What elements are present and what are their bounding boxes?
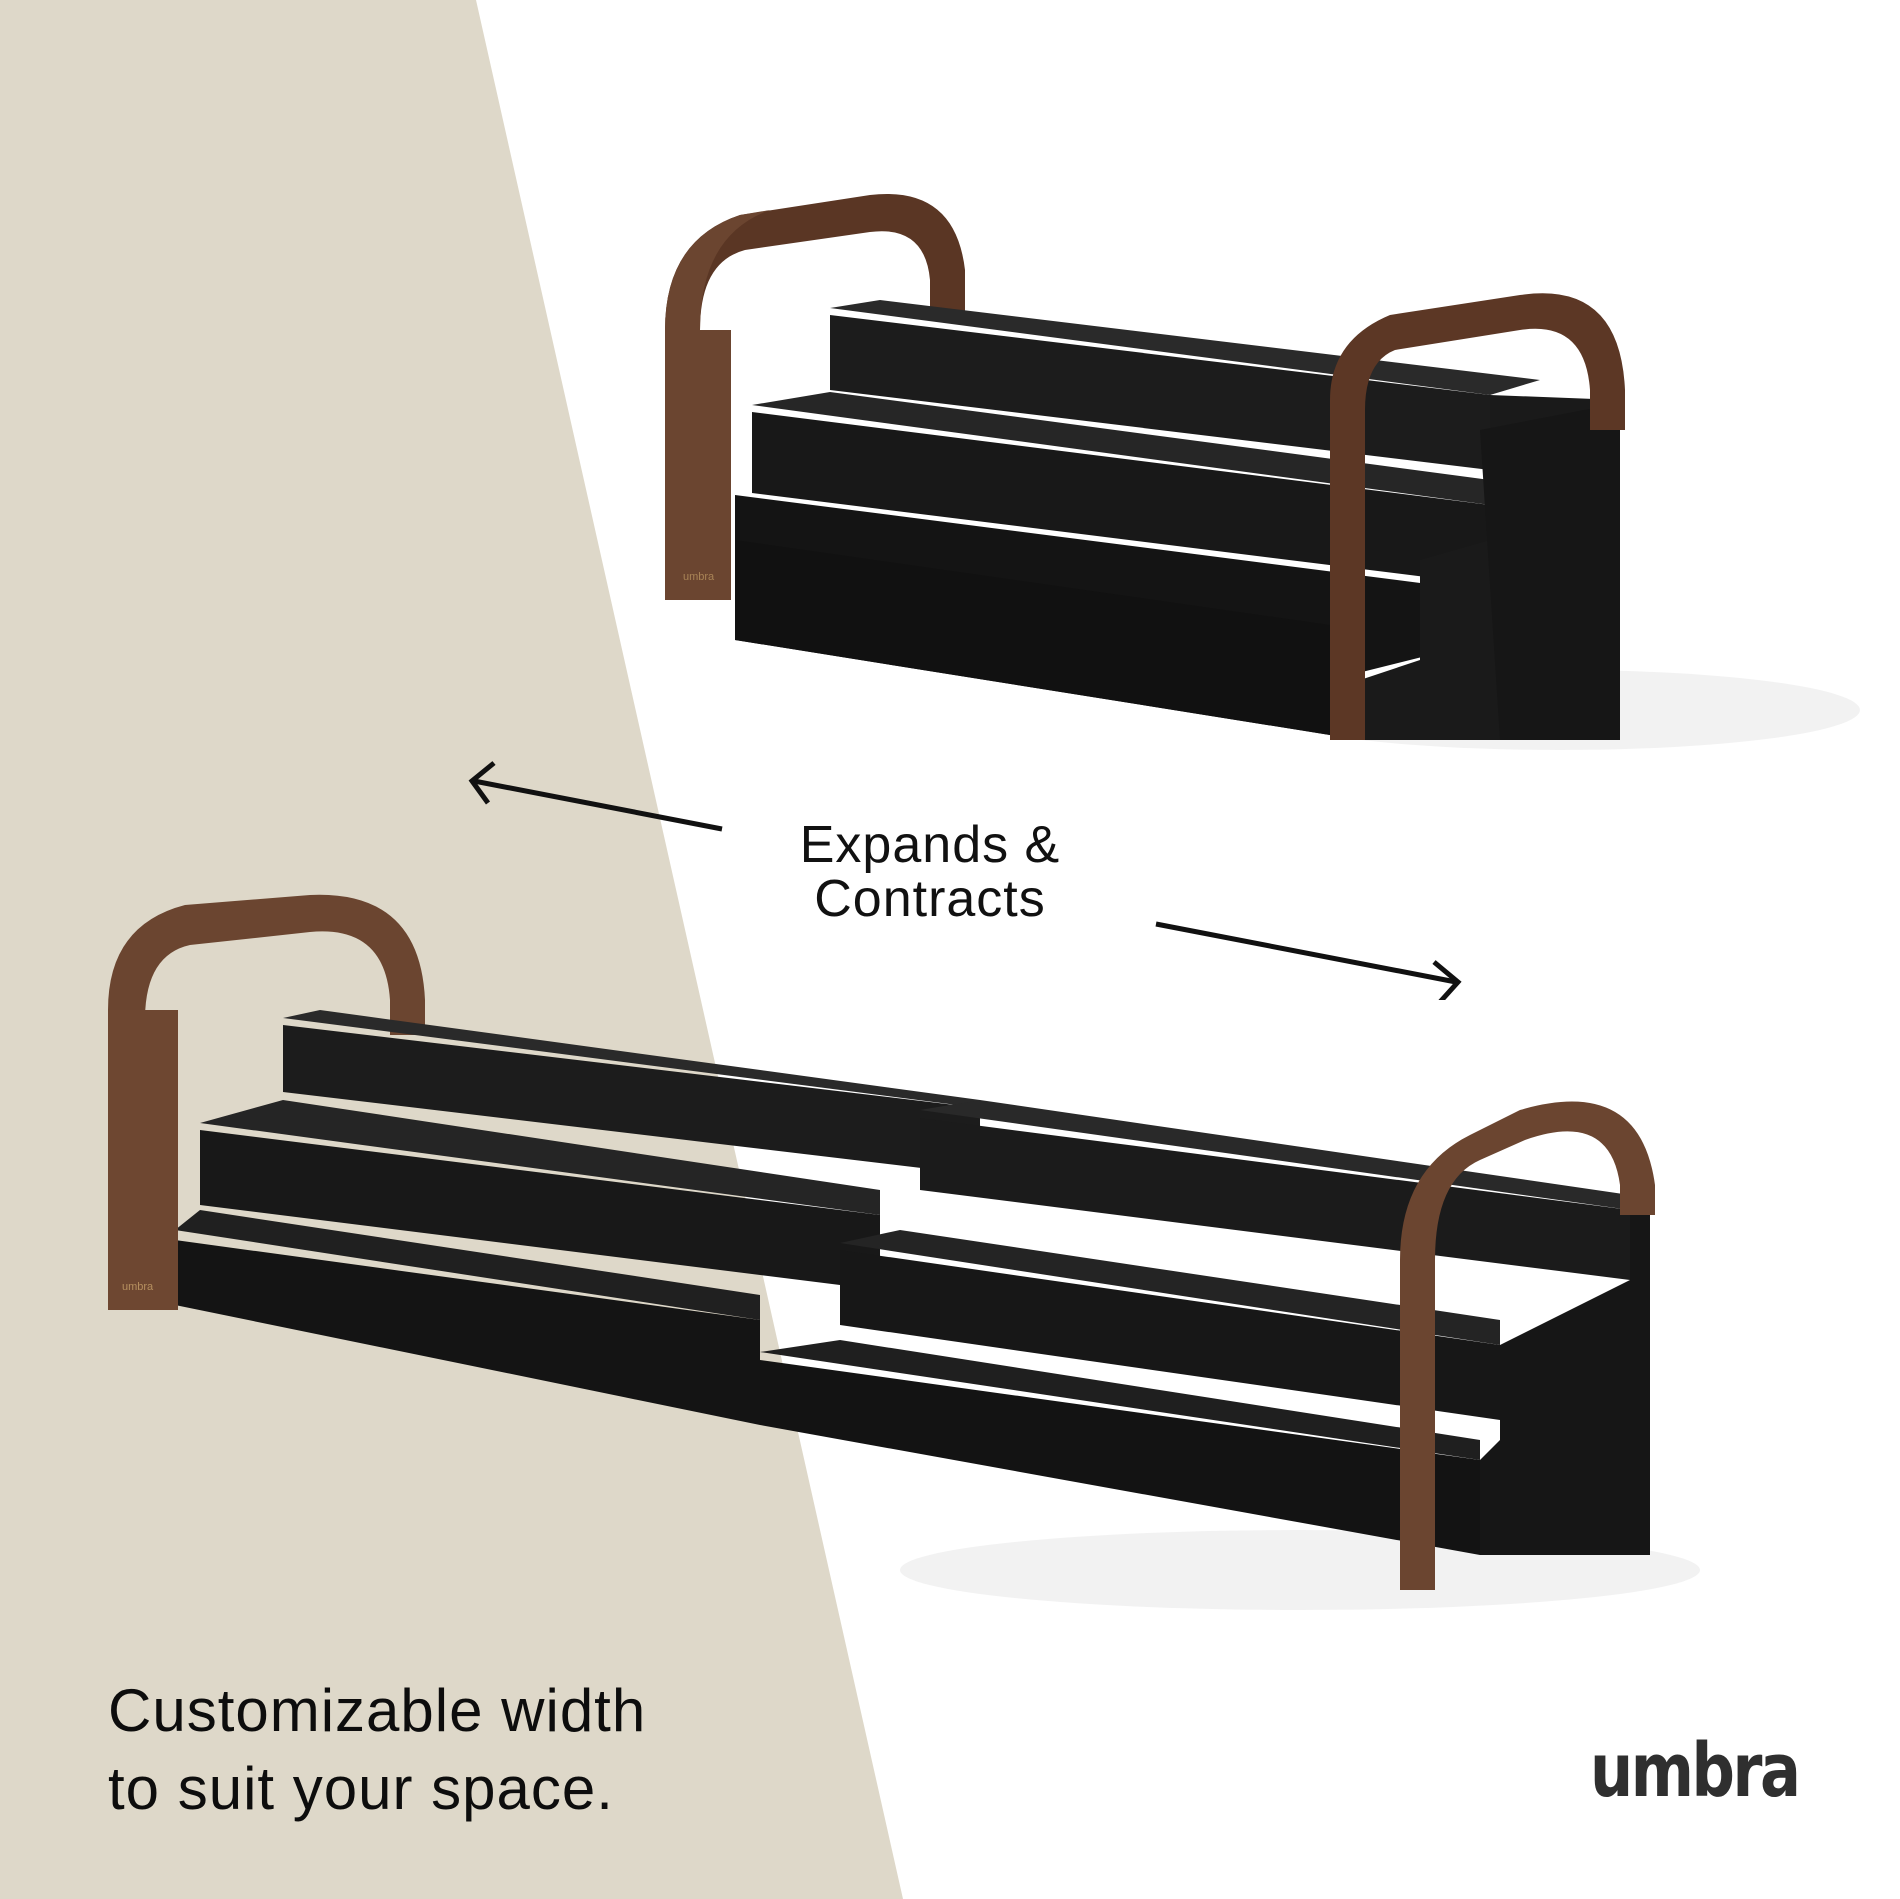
caption-text: Customizable width to suit your space. <box>108 1672 828 1828</box>
headline-expands-contracts: Expands & Contracts <box>760 818 1100 926</box>
caption-line-1: Customizable width <box>108 1677 647 1744</box>
product-engraving-top: umbra <box>683 571 715 583</box>
headline-line-1: Expands & <box>799 816 1061 874</box>
headline-line-2: Contracts <box>814 870 1046 928</box>
product-engraving-bottom: umbra <box>122 1281 154 1293</box>
arrow-left-icon <box>468 761 723 832</box>
umbra-logo: umbra <box>1590 1728 1801 1814</box>
caption-line-2: to suit your space. <box>108 1755 614 1822</box>
arrow-right-icon <box>1155 921 1462 1000</box>
